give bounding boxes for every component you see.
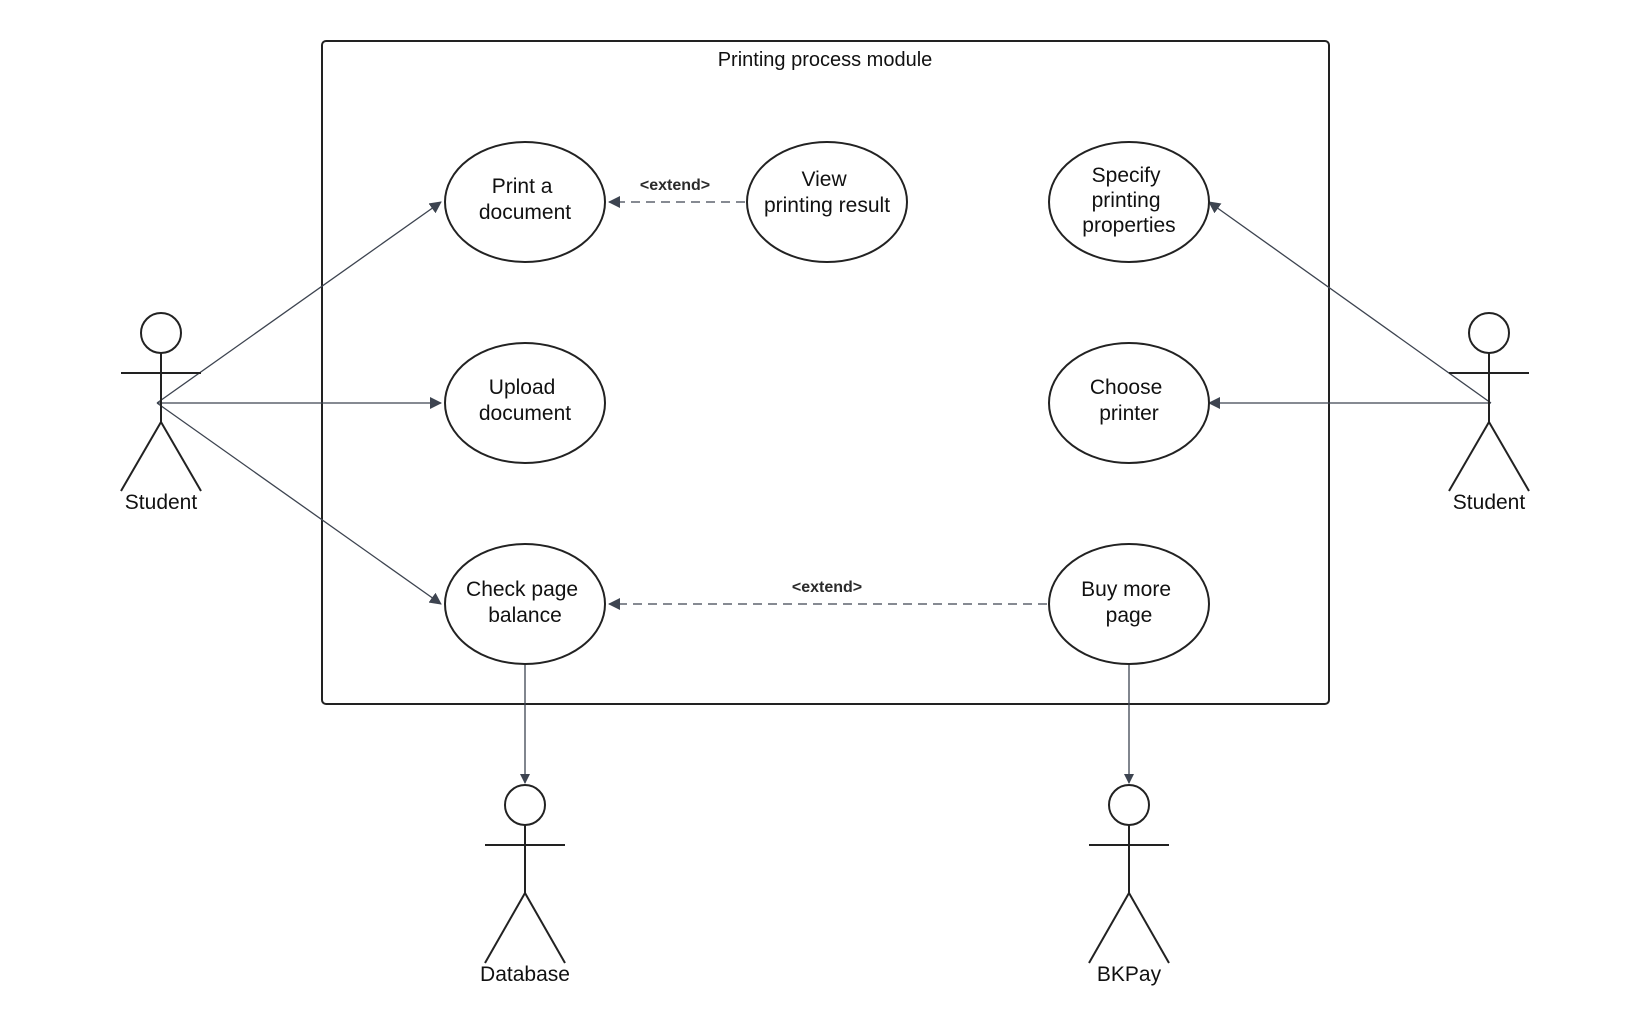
actor-leg-left xyxy=(1088,892,1130,964)
use-case-label-line: Choose xyxy=(1090,376,1162,399)
left-student-associations xyxy=(156,201,442,605)
use-case-label: Upload document xyxy=(479,376,571,425)
association-student-balance xyxy=(156,402,442,605)
use-case-choose-printer[interactable]: Choose printer xyxy=(1048,342,1210,464)
system-boundary: Printing process module xyxy=(321,40,1330,705)
actor-head xyxy=(504,784,546,826)
use-case-print-document[interactable]: Print a document xyxy=(444,141,606,263)
use-case-label-line: View xyxy=(802,168,848,191)
use-case-label: Specify printing properties xyxy=(1082,164,1175,237)
use-case-label: Check page balance xyxy=(466,578,584,627)
use-case-label-line: document xyxy=(479,402,571,425)
actor-leg-right xyxy=(1488,421,1530,492)
system-boundary-rect xyxy=(321,40,1330,705)
use-case-ellipse xyxy=(444,141,606,263)
actor-head xyxy=(140,312,182,354)
use-case-label: Choose printer xyxy=(1090,376,1168,425)
actor-leg-left xyxy=(1448,421,1490,492)
use-case-label-line: Buy more xyxy=(1081,578,1171,601)
system-actor-associations xyxy=(520,664,1134,784)
actor-label: Database xyxy=(480,963,570,986)
extend-label-balance: <extend> xyxy=(792,579,862,596)
use-case-ellipse xyxy=(1048,342,1210,464)
actor-leg-left xyxy=(120,421,162,492)
use-case-label-line: printing xyxy=(1092,189,1161,212)
actor-student-left[interactable]: Student xyxy=(120,312,202,514)
use-case-ellipse xyxy=(746,141,908,263)
actor-label: Student xyxy=(125,491,198,514)
association-student-specify xyxy=(1208,201,1492,404)
use-case-label: Print a document xyxy=(479,175,571,224)
extend-label-print: <extend> xyxy=(640,177,710,194)
use-case-label-line: printer xyxy=(1099,402,1159,425)
use-case-label-line: Check page xyxy=(466,578,578,601)
use-case-ellipse xyxy=(1048,543,1210,665)
actor-database[interactable]: Database xyxy=(480,784,570,986)
use-case-label-line: properties xyxy=(1082,214,1175,237)
use-case-label-line: page xyxy=(1106,604,1153,627)
actor-leg-right xyxy=(524,892,566,964)
use-case-upload-document[interactable]: Upload document xyxy=(444,342,606,464)
use-case-check-page-balance[interactable]: Check page balance xyxy=(444,543,606,665)
right-student-associations xyxy=(1208,201,1492,409)
use-case-label-line: balance xyxy=(488,604,562,627)
use-case-label-line: Specify xyxy=(1092,164,1161,187)
actor-student-right[interactable]: Student xyxy=(1448,312,1530,514)
use-case-ellipse xyxy=(444,543,606,665)
use-case-ellipse xyxy=(1048,141,1210,263)
extend-relations: <extend> <extend> xyxy=(608,177,1047,610)
use-case-specify-printing-properties[interactable]: Specify printing properties xyxy=(1048,141,1210,263)
use-case-buy-more-page[interactable]: Buy more page xyxy=(1048,543,1210,665)
actor-label: Student xyxy=(1453,491,1526,514)
actor-leg-right xyxy=(160,421,202,492)
actor-head xyxy=(1468,312,1510,354)
association-student-print xyxy=(156,201,442,404)
use-case-label-line: Upload xyxy=(489,376,556,399)
use-case-label: Buy more page xyxy=(1081,578,1177,627)
actor-leg-left xyxy=(484,892,526,964)
use-case-label-line: Print a xyxy=(492,175,553,198)
use-case-view-printing-result[interactable]: View printing result xyxy=(746,141,908,263)
actor-label: BKPay xyxy=(1097,963,1162,986)
use-case-label: View printing result xyxy=(764,168,890,217)
actor-bkpay[interactable]: BKPay xyxy=(1088,784,1170,986)
use-case-label-line: printing result xyxy=(764,194,890,217)
actor-leg-right xyxy=(1128,892,1170,964)
use-case-label-line: document xyxy=(479,201,571,224)
use-case-ellipse xyxy=(444,342,606,464)
system-title: Printing process module xyxy=(718,49,933,71)
actor-head xyxy=(1108,784,1150,826)
